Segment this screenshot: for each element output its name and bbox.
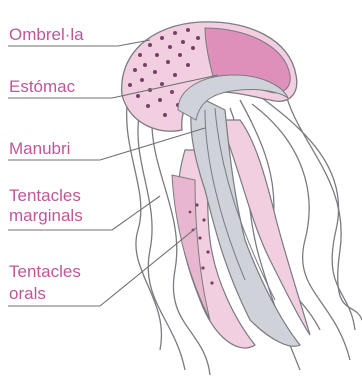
leader-line-tentacles-marginals-diag	[112, 196, 160, 230]
label-manubri: Manubri	[9, 139, 70, 159]
label-tentacles-marginals-line2: marginals	[9, 206, 83, 226]
leader-line-tentacles-orals-diag	[100, 228, 196, 306]
label-tentacles-orals-line2: orals	[9, 284, 46, 304]
label-tentacles-orals-line1: Tentacles	[9, 262, 81, 282]
label-ombrella: Ombrel·la	[9, 25, 84, 45]
label-tentacles-marginals-line1: Tentacles	[9, 186, 81, 206]
label-estomac: Estómac	[9, 77, 75, 97]
